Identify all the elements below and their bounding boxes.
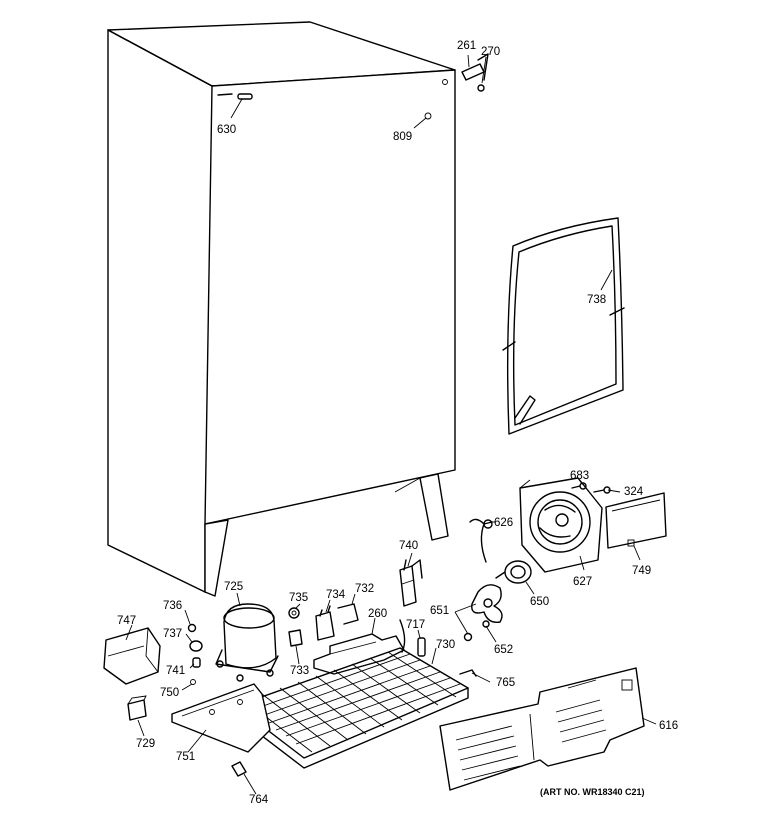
label-732: 732 bbox=[355, 583, 374, 595]
label-733: 733 bbox=[290, 665, 309, 677]
relay-729 bbox=[127, 695, 147, 721]
label-741: 741 bbox=[166, 665, 185, 677]
refrigerator-cabinet bbox=[107, 21, 456, 597]
drain-pan-260 bbox=[313, 633, 405, 675]
grille-616 bbox=[439, 667, 645, 791]
door-gasket-738 bbox=[502, 217, 625, 435]
small-parts-736-737-741 bbox=[187, 623, 203, 685]
label-627: 627 bbox=[573, 576, 592, 588]
part-764 bbox=[231, 761, 247, 777]
label-270: 270 bbox=[481, 46, 500, 58]
brackets-734-732 bbox=[315, 603, 359, 641]
label-626: 626 bbox=[494, 517, 513, 529]
defrost-control-740 bbox=[399, 559, 423, 607]
label-717: 717 bbox=[406, 619, 425, 631]
condenser-coil-730 bbox=[235, 619, 469, 769]
label-764: 764 bbox=[249, 794, 269, 806]
fan-shroud-627 bbox=[519, 477, 603, 573]
label-765: 765 bbox=[496, 677, 515, 689]
label-735: 735 bbox=[289, 592, 308, 604]
label-260: 260 bbox=[368, 608, 387, 620]
label-809: 809 bbox=[393, 131, 412, 143]
label-736: 736 bbox=[163, 600, 182, 612]
compressor-725 bbox=[215, 603, 279, 682]
label-737: 737 bbox=[163, 628, 182, 640]
label-630: 630 bbox=[217, 124, 236, 136]
label-734: 734 bbox=[326, 589, 346, 601]
fan-blade-651-652 bbox=[463, 584, 503, 642]
art-number: (ART NO. WR18340 C21) bbox=[540, 787, 645, 797]
clip-765 bbox=[459, 669, 477, 677]
label-616: 616 bbox=[659, 720, 678, 732]
label-751: 751 bbox=[176, 751, 195, 763]
label-683: 683 bbox=[570, 470, 589, 482]
part-labels: 261 270 630 809 738 683 324 626 740 627 … bbox=[117, 40, 678, 806]
label-750: 750 bbox=[160, 687, 179, 699]
label-651: 651 bbox=[430, 605, 449, 617]
fan-motor-650 bbox=[495, 560, 532, 584]
relay-cover-747 bbox=[103, 627, 161, 685]
label-730: 730 bbox=[436, 639, 455, 651]
panel-749 bbox=[605, 492, 667, 549]
label-747: 747 bbox=[117, 615, 136, 627]
screws-683-324 bbox=[571, 482, 611, 494]
label-650: 650 bbox=[530, 596, 549, 608]
label-749: 749 bbox=[632, 565, 651, 577]
label-261: 261 bbox=[457, 40, 476, 52]
wire-harness-626 bbox=[469, 518, 493, 563]
label-652: 652 bbox=[494, 644, 513, 656]
label-729: 729 bbox=[136, 738, 155, 750]
label-324: 324 bbox=[624, 486, 644, 498]
label-740: 740 bbox=[399, 540, 418, 552]
base-pan-751 bbox=[171, 683, 271, 753]
label-738: 738 bbox=[587, 294, 606, 306]
part-717 bbox=[417, 637, 426, 657]
leader-lines bbox=[125, 98, 657, 795]
parts-735-733 bbox=[288, 607, 303, 647]
label-725: 725 bbox=[224, 581, 243, 593]
part-261-270-hinge bbox=[461, 53, 489, 92]
